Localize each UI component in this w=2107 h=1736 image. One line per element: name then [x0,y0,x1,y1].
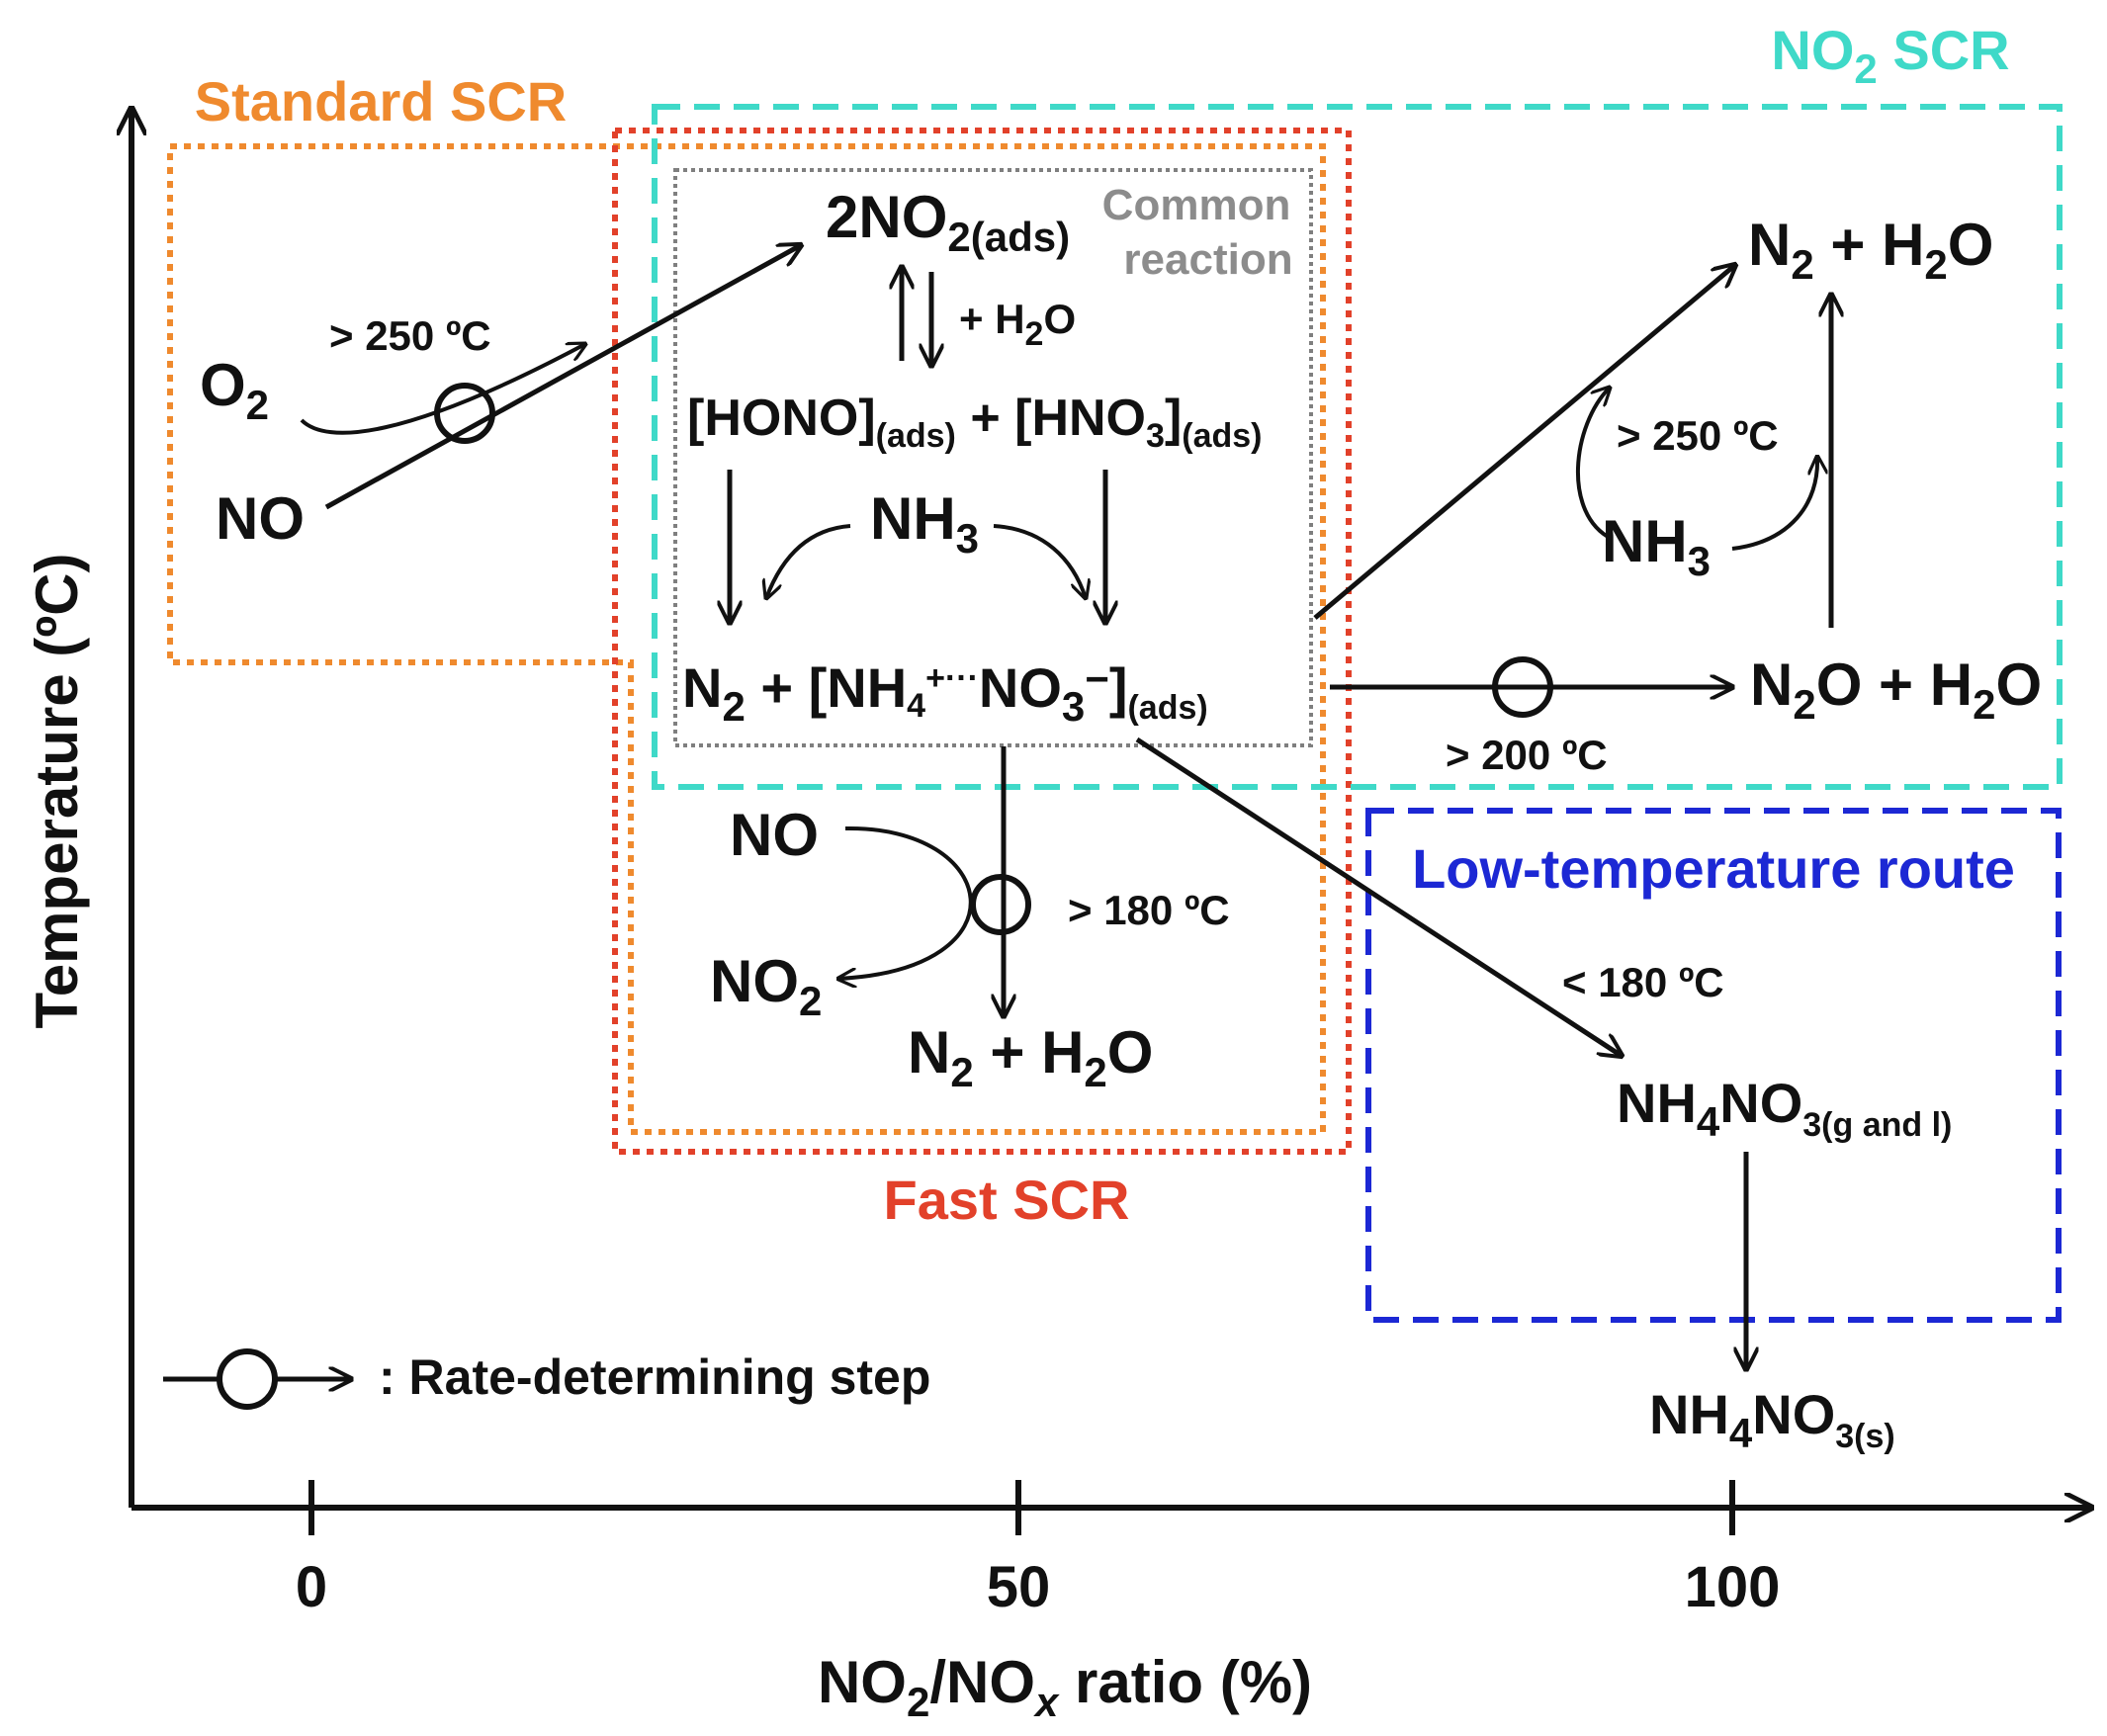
2no2-ads-species: 2NO2(ads) [826,184,1070,260]
low-temp-route-label: Low-temperature route [1412,837,2015,900]
no-to-no2-curve [838,825,973,979]
nh3-to-n2-curve [766,524,851,598]
x-tick-label-0: 0 [296,1555,327,1619]
x-tick-label-50: 50 [987,1555,1051,1619]
common-reaction-label-1: Common [1102,181,1291,229]
o2-species: O2 [200,352,269,428]
fast-scr-label: Fast SCR [884,1169,1130,1231]
no-oxidation-arrow [324,245,801,510]
legend: : Rate-determining step [163,1348,930,1410]
common-reaction-label-2: reaction [1123,235,1292,284]
rate-determining-marker-2 [970,874,1031,935]
nh3-to-nh4-curve [993,524,1086,598]
low-temp-pathway: < 180 ºC NH4NO3(g and l) NH4NO3(s) [1135,737,1952,1456]
o2-consumption-curve [300,344,585,435]
fast-scr-pathway: NO > 180 ºC NO2 N2 + H2O [710,746,1230,1095]
no2-scr-label: NO2 SCR [1771,19,2009,92]
nh3-right-curve-up [1575,388,1612,541]
nh4no3-s-species: NH4NO3(s) [1649,1383,1895,1456]
nh4no3-gl-species: NH4NO3(g and l) [1617,1072,1952,1145]
standard-scr-label: Standard SCR [195,70,568,132]
legend-text: : Rate-determining step [379,1349,930,1405]
standard-scr-box [167,143,1326,1135]
nh4no3-to-n2-arrow [1313,265,1735,620]
no2-scr-pathway: N2 + H2O > 250 ºC NH3 > 200 ºC N2O + H2O [1313,212,2042,778]
temp-gt-250-right: > 250 ºC [1617,412,1779,459]
temp-gt-200: > 200 ºC [1446,732,1608,778]
plus-h2o-label: + H2O [959,296,1076,353]
n2-h2o-fast-products: N2 + H2O [908,1019,1153,1095]
temp-gt-180-fast: > 180 ºC [1068,887,1230,933]
standard-scr-pathway: O2 NO > 250 ºC [200,245,801,552]
nh4no3-ads-to-gl-arrow [1135,737,1622,1056]
nh3-right-species: NH3 [1602,508,1711,584]
x-tick-label-100: 100 [1685,1555,1781,1619]
y-axis-title: Temperature (ºC) [24,554,90,1029]
temp-gt-250-left: > 250 ºC [329,312,491,359]
fast-scr-box [612,128,1352,1155]
low-temp-route-box [1365,808,2062,1323]
n2o-h2o-products: N2O + H2O [1750,651,2042,728]
common-reaction-box [673,168,1313,747]
x-axis-title: NO2/NOx ratio (%) [818,1649,1312,1725]
axes: 0 50 100 Temperature (ºC) NO2/NOx ratio … [24,109,2091,1725]
region-boxes [167,104,2063,1323]
nh3-center-species: NH3 [870,485,979,562]
rate-determining-marker-3 [1492,656,1553,718]
nh3-right-curve-to-n2o [1731,457,1817,551]
no2-species-fast: NO2 [710,948,822,1024]
no2-scr-box [652,104,2063,790]
no-species-fast: NO [730,802,819,868]
temp-lt-180: < 180 ºC [1562,959,1724,1005]
legend-rate-marker [217,1348,278,1410]
no-species-left: NO [216,485,305,552]
rate-determining-marker-1 [434,383,495,444]
common-reaction-pathway: 2NO2(ads) + H2O [HONO](ads) + [HNO3](ads… [682,184,1263,730]
n2-nh4no3-ads-species: N2 + [NH4+···NO3−](ads) [682,655,1208,730]
hono-hno3-ads-species: [HONO](ads) + [HNO3](ads) [687,390,1263,455]
n2-h2o-top-products: N2 + H2O [1748,212,1993,288]
